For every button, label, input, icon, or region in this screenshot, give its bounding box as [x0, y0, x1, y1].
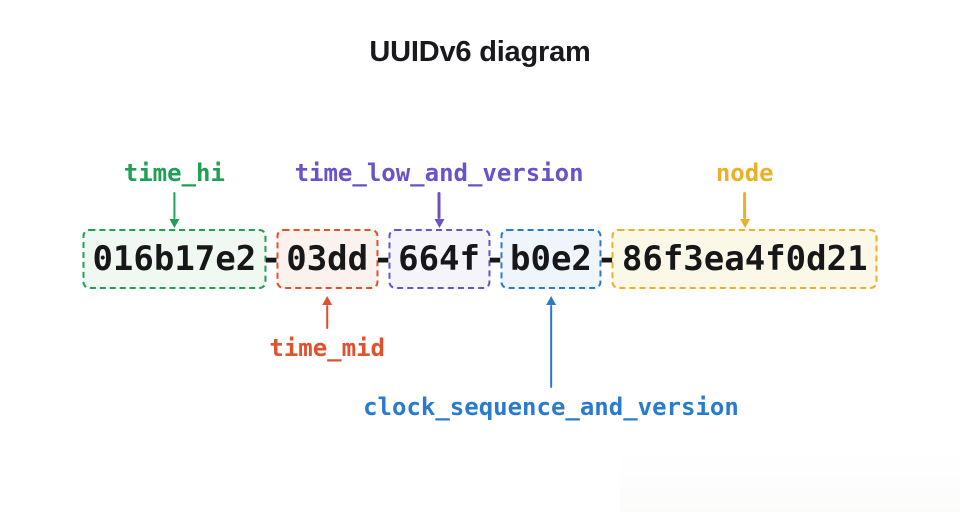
arrow-line	[173, 192, 176, 219]
arrow-down-icon	[434, 192, 445, 228]
uuid-segment-time-mid: 03dd	[276, 229, 379, 289]
arrow-line	[437, 192, 441, 219]
arrow-down-icon	[169, 192, 180, 228]
uuid-separator: -	[596, 239, 618, 279]
arrow-down-icon	[739, 192, 750, 228]
callout-time-hi: time_hi	[124, 160, 225, 228]
uuid-separator: -	[372, 239, 394, 279]
arrow-head	[739, 219, 750, 228]
arrow-line	[325, 305, 329, 329]
callout-time-low-and-version: time_low_and_version	[295, 160, 584, 228]
arrow-line	[549, 305, 553, 388]
arrow-up-icon	[322, 296, 333, 329]
arrow-head	[322, 296, 333, 305]
arrow-line	[743, 192, 746, 219]
arrow-head	[169, 219, 180, 228]
uuid-segment-time-hi: 016b17e2	[82, 229, 267, 289]
uuid-segment-clock-sequence-and-version: b0e2	[500, 229, 602, 289]
diagram-title: UUIDv6 diagram	[369, 36, 591, 68]
callout-label-node: node	[715, 159, 774, 187]
callout-label-time-low-and-version: time_low_and_version	[294, 159, 584, 187]
uuid-separator: -	[260, 239, 282, 279]
callout-time-mid: time_mid	[269, 296, 385, 361]
callout-node: node	[716, 160, 774, 228]
uuid-separator: -	[484, 239, 506, 279]
callout-label-time-hi: time_hi	[123, 159, 225, 187]
callout-label-time-mid: time_mid	[269, 334, 385, 362]
arrow-head	[434, 219, 445, 228]
uuid-value: 016b17e2 - 03dd - 664f - b0e2 - 86f3ea4f…	[82, 229, 878, 289]
arrow-head	[545, 296, 556, 305]
uuid-segment-time-low-and-version: 664f	[388, 229, 491, 289]
callout-label-clock-sequence-and-version: clock_sequence_and_version	[363, 393, 739, 421]
callout-clock-sequence-and-version: clock_sequence_and_version	[363, 296, 739, 420]
background-wash	[620, 452, 960, 512]
uuid-segment-node: 86f3ea4f0d21	[611, 229, 878, 289]
arrow-up-icon	[545, 296, 556, 388]
